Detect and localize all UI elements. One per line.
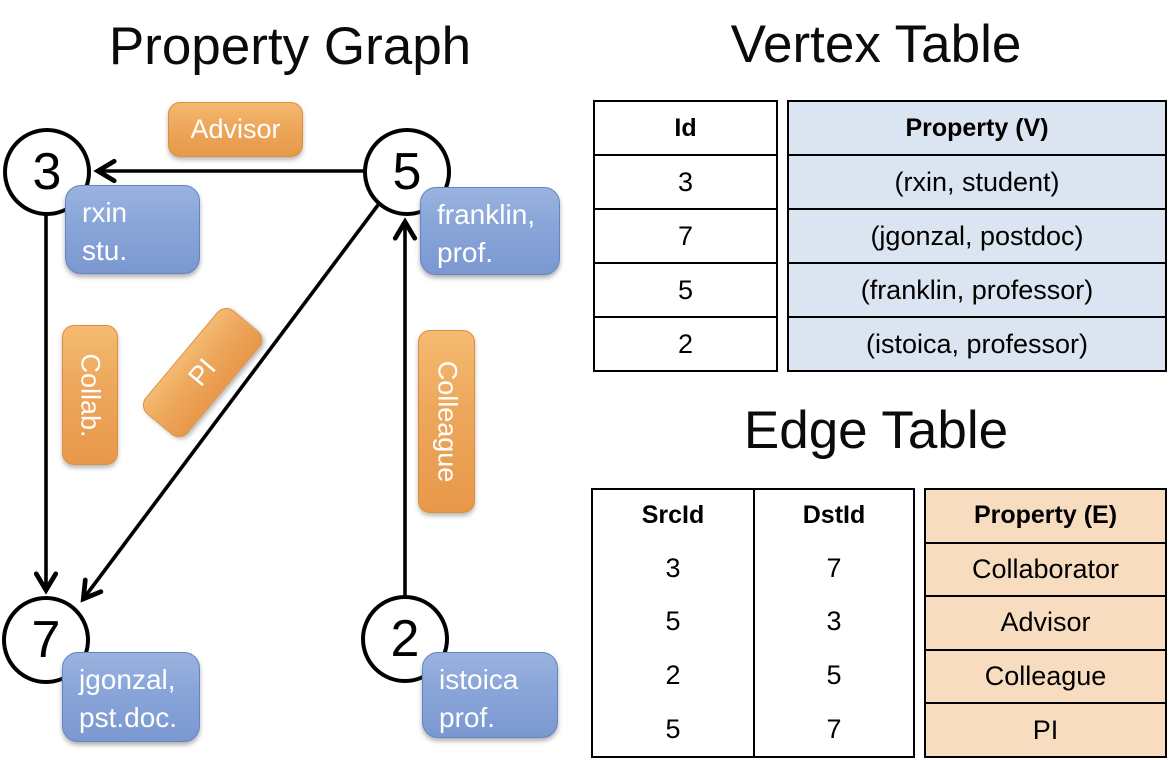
vertex-table-cell-id: 5 — [595, 262, 776, 316]
edge-table-header-property: Property (E) — [973, 501, 1118, 530]
node-id: 2 — [390, 610, 420, 668]
node-id: 5 — [392, 143, 422, 201]
edge-label-text: PI — [182, 352, 222, 392]
vertex-property-istoica: istoica prof. — [422, 652, 558, 738]
vertex-table-property-column: Property (V) (rxin, student) (jgonzal, p… — [787, 100, 1167, 372]
edge-label-advisor: Advisor — [168, 102, 303, 157]
edge-table-id-columns: SrcId DstId 3 7 5 3 2 5 5 7 — [591, 488, 915, 758]
vertex-table-title: Vertex Table — [730, 15, 1022, 74]
vertex-property-line: franklin, — [437, 199, 536, 230]
edge-5-to-7 — [84, 203, 380, 598]
edge-table-cell-src: 5 — [665, 606, 681, 637]
edge-table-cell-dst: 3 — [753, 595, 913, 649]
vertex-table-header-id: Id — [674, 113, 697, 142]
vertex-property-line: jgonzal, — [79, 664, 176, 695]
edge-table-header-srcid: SrcId — [641, 501, 705, 530]
vertex-property-line: prof. — [439, 701, 496, 733]
node-id: 3 — [32, 143, 62, 201]
edge-table-cell-dst: 7 — [753, 702, 913, 756]
edge-table-title: Edge Table — [743, 401, 1009, 460]
edge-label-text: Advisor — [190, 114, 281, 144]
graph-node-5: 5 — [363, 128, 451, 216]
edge-table-cell-src: 3 — [665, 552, 681, 583]
graph-node-2: 2 — [361, 595, 449, 683]
vertex-table-cell-id: 7 — [595, 208, 776, 262]
vertex-table-cell-property: (rxin, student) — [789, 154, 1165, 208]
vertex-property-rxin: rxin stu. — [65, 185, 200, 274]
vertex-table-cell-property: (franklin, professor) — [789, 262, 1165, 316]
edge-table-cell-property: Colleague — [926, 648, 1165, 703]
edge-label-text: Collab. — [75, 352, 106, 438]
edge-table-cell-property: PI — [926, 702, 1165, 756]
vertex-table-cell-property: (jgonzal, postdoc) — [789, 208, 1165, 262]
edge-label-text: Colleague — [432, 360, 462, 483]
vertex-table-header-property: Property (V) — [905, 113, 1049, 142]
edge-table-cell-property: Collaborator — [926, 541, 1165, 596]
graph-edges — [0, 0, 580, 760]
edge-table-property-column: Property (E) Collaborator Advisor Collea… — [924, 488, 1167, 758]
vertex-property-line: prof. — [437, 236, 494, 268]
edge-table-cell-src: 2 — [665, 660, 681, 691]
vertex-table-id-column: Id 3 7 5 2 — [593, 100, 778, 372]
edge-table-cell-dst: 5 — [753, 648, 913, 703]
node-id: 7 — [31, 611, 61, 669]
edge-label-collab: Collab. — [62, 325, 118, 465]
edge-label-colleague: Colleague — [418, 330, 475, 513]
edge-table-header-dstid: DstId — [753, 490, 913, 542]
property-graph-title: Property Graph — [108, 17, 472, 76]
vertex-property-line: stu. — [82, 234, 128, 266]
vertex-property-line: istoica — [439, 664, 519, 695]
vertex-property-jgonzal: jgonzal, pst.doc. — [62, 652, 200, 742]
edge-table-cell-dst: 7 — [753, 541, 913, 596]
edge-table-cell-property: Advisor — [926, 595, 1165, 649]
vertex-property-line: rxin — [82, 197, 128, 228]
vertex-table-cell-id: 2 — [595, 316, 776, 370]
edge-table-cell-src: 5 — [665, 713, 681, 744]
vertex-property-line: pst.doc. — [79, 701, 178, 733]
vertex-table-cell-id: 3 — [595, 154, 776, 208]
vertex-table-cell-property: (istoica, professor) — [789, 316, 1165, 370]
vertex-property-franklin: franklin, prof. — [420, 187, 560, 275]
